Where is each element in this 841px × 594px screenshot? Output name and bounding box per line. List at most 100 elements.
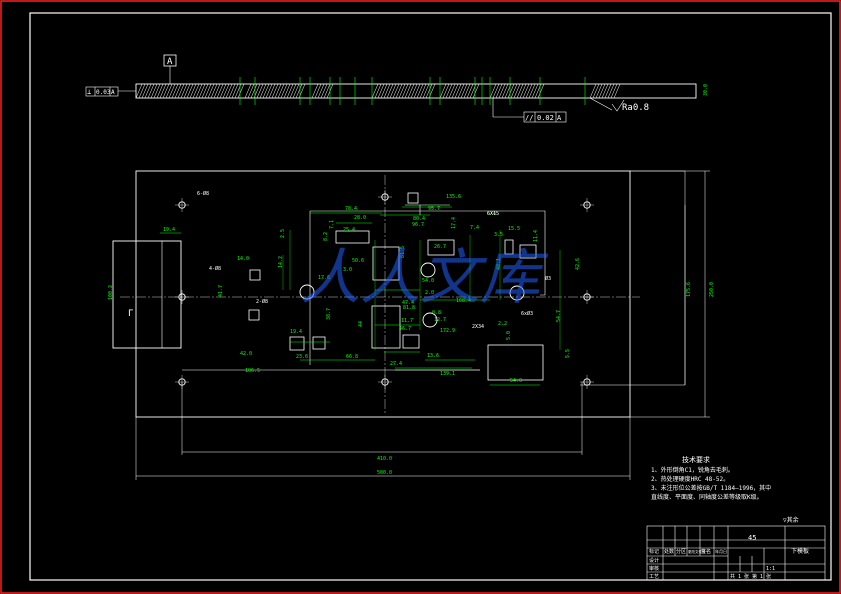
parallel-tolerance-frame — [523, 111, 567, 123]
dimension-d22: 96.7 — [412, 222, 424, 228]
title-block — [646, 525, 826, 581]
technical-notes: 技术要求 1、外形倒角C1，锐角去毛刺。 2、热处理硬度HRC 48-52。 3… — [651, 455, 799, 524]
dimension-d32: 48.1 — [496, 258, 502, 270]
dimension-d3: 41.7 — [218, 285, 224, 297]
dimension-d47: 5.0 — [506, 331, 512, 340]
row-count: 处数 — [664, 548, 674, 555]
roughness-corner: ▽其余 — [783, 516, 799, 524]
dimension-d55: 44 — [358, 321, 364, 327]
tol-datum: A — [111, 89, 115, 96]
dimension-d35: 47.4 — [402, 300, 414, 306]
label-6x15: 6X15 — [487, 211, 499, 217]
dimension-d38: 11.7 — [401, 318, 413, 324]
dimension-d10: 19.4 — [290, 329, 302, 335]
dimension-d51: 175.6 — [686, 282, 692, 297]
scale-note: 1:1 — [766, 566, 775, 572]
label-hole-left: 4-Ø8 — [209, 265, 221, 272]
dimension-d28: 7.4 — [470, 225, 479, 231]
dimension-d41: 12.7 — [434, 317, 446, 323]
datum-letter: A — [167, 57, 173, 67]
dimension-d20: 50.6 — [352, 258, 364, 264]
perp-tolerance-frame — [85, 86, 119, 97]
roughness-label: Ra0.8 — [622, 103, 649, 113]
tol-symbol: ⊥ — [87, 88, 91, 96]
dimension-d45: 139.1 — [440, 371, 455, 377]
plate-side-body — [135, 83, 697, 99]
dimension-d29: 15.5 — [508, 226, 520, 232]
dimension-d52: 250.0 — [709, 282, 715, 297]
dimension-d14: 78.4 — [345, 206, 357, 212]
dimension-d8: 17.6 — [318, 275, 330, 281]
dimension-d31: 3.5 — [494, 232, 503, 238]
par-value: 0.02 — [537, 114, 554, 122]
row-zone: 分区 — [676, 548, 686, 555]
dimension-d25: 135.6 — [446, 194, 461, 200]
role-process: 工艺 — [649, 574, 659, 580]
dimension-d18: 7.1 — [329, 220, 335, 229]
plan-view — [112, 170, 710, 480]
material: 45 — [748, 534, 756, 542]
dimension-d9: 42.0 — [240, 351, 252, 357]
dimension-d7: 38.7 — [326, 308, 332, 320]
title-block-text: 45 下模板 1:1 共 1 张 第 1 张 标记 处数 分区 更改文件号 签名… — [649, 534, 809, 580]
dimension-d40: 0.8 — [432, 310, 441, 316]
left-slot — [112, 240, 182, 349]
note-4: 直线度、平面度、同轴度公差等级取K级。 — [651, 493, 763, 501]
dimension-d44: 13.6 — [427, 353, 439, 359]
dimension-d56: 81.8 — [403, 305, 415, 311]
dimension-d11: 23.6 — [296, 354, 308, 360]
part-name: 下模板 — [791, 547, 809, 555]
row-date: 年月日 — [715, 548, 727, 554]
label-hole-left-lower: 2-Ø8 — [256, 298, 268, 305]
row-mark: 标记 — [649, 548, 659, 555]
dimension-d43: 27.4 — [390, 361, 402, 367]
note-3: 3、未注形位公差按GB/T 1184—1996，其中 — [651, 484, 771, 492]
dimension-d33: 42.6 — [575, 258, 581, 270]
dimension-d42: 172.9 — [440, 328, 455, 334]
dimension-d23: 80.4 — [413, 216, 425, 222]
dimension-d4: 14.0 — [237, 256, 249, 262]
tol-value: 0.03 — [96, 89, 111, 96]
sheet-info: 共 1 张 第 1 张 — [730, 573, 771, 580]
label-note-a: Г — [128, 309, 133, 319]
label-hole-right-lower: 6xØ3 — [521, 310, 533, 317]
dimension-d16: 25.4 — [343, 227, 355, 233]
dimension-d39: 46.7 — [399, 326, 411, 332]
par-symbol: // — [525, 114, 533, 122]
dimension-d24: 95.7 — [428, 206, 440, 212]
dimension-d26: 6X45 — [487, 211, 499, 217]
side-view: A ⊥ 0.03 A // 0.02 A Ra0.8 30.0 — [85, 54, 709, 123]
drawing-frame — [29, 12, 832, 581]
dimension-d19: 3.0 — [343, 267, 352, 273]
note-2: 2、热处理硬度HRC 48-52。 — [651, 475, 729, 483]
dimension-d30: 11.4 — [533, 230, 539, 242]
dimension-d1: 19.4 — [163, 227, 175, 233]
dimension-d6: 2.5 — [280, 229, 286, 238]
dimension-d54: 500.0 — [377, 470, 392, 476]
dimension-d53: 410.0 — [377, 456, 392, 462]
notes-title: 技术要求 — [682, 455, 710, 464]
dimension-d49: 5.5 — [565, 349, 571, 358]
dimension-d48: 54.7 — [556, 310, 562, 322]
dimension-d12: 66.8 — [346, 354, 358, 360]
dimension-d57: 54.0 — [422, 278, 434, 284]
dimension-d2: 100.2 — [108, 285, 114, 300]
plate-outline — [135, 170, 631, 418]
row-sign: 签名 — [701, 548, 711, 555]
dimension-d46: 2.2 — [498, 321, 507, 327]
dimension-d50: 54.0 — [510, 378, 522, 384]
label-hole-top-left: 6-Ø8 — [197, 190, 209, 197]
par-datum: A — [557, 114, 562, 122]
dimension-d34: 17.4 — [451, 217, 457, 229]
dimension-d17: 8.2 — [323, 232, 329, 241]
dimension-d13: 106.5 — [245, 368, 260, 374]
dimension-d15: 28.0 — [354, 215, 366, 221]
feature-labels: 6-Ø8 4-Ø8 2-Ø8 Ø3 6xØ3 6X15 2X34 Г — [128, 190, 551, 330]
dimension-d37: 168.4 — [456, 298, 471, 304]
row-doc: 更改文件号 — [688, 549, 706, 554]
label-2x34: 2X34 — [472, 324, 484, 330]
thickness-label: 30.0 — [703, 84, 709, 96]
